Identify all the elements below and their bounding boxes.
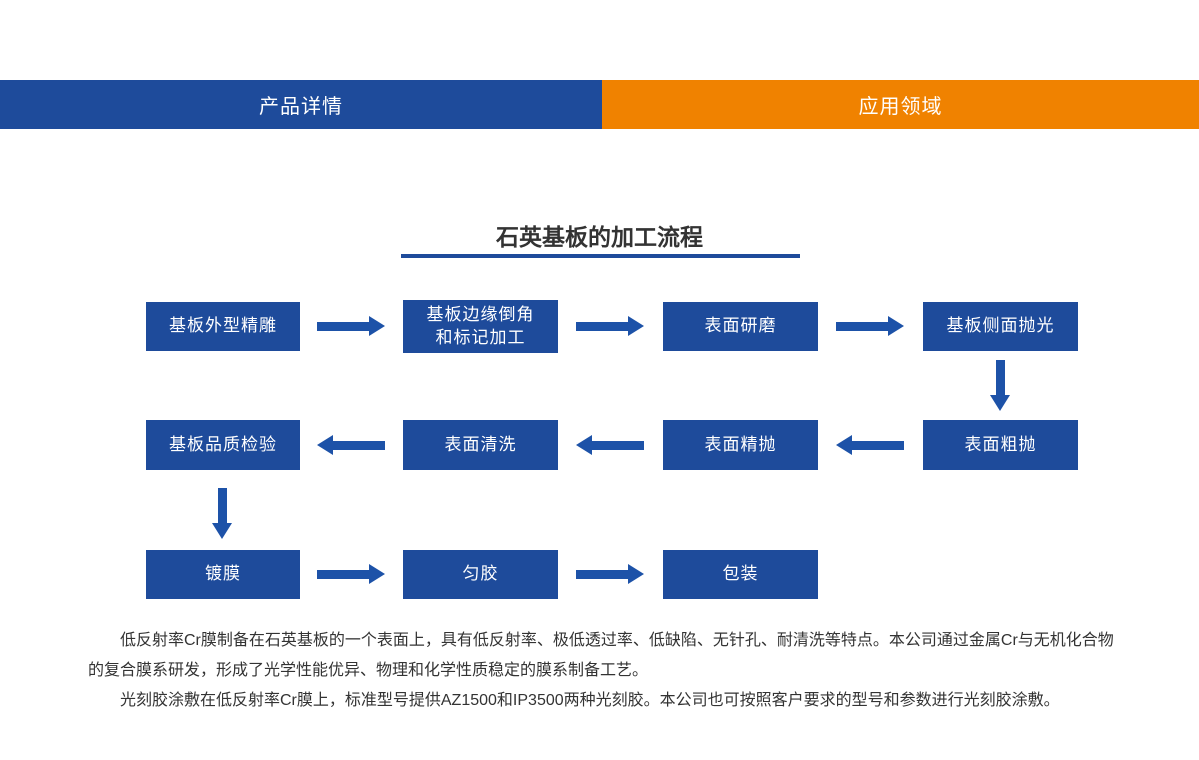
arrow-shaft <box>217 488 227 523</box>
arrow-shaft <box>592 440 644 450</box>
flow-node: 表面研磨 <box>663 302 818 351</box>
arrow-down-icon <box>990 360 1010 411</box>
flow-node: 表面精抛 <box>663 420 818 470</box>
title-underline <box>401 254 800 258</box>
flow-node: 表面粗抛 <box>923 420 1078 470</box>
arrow-right-icon <box>836 316 904 336</box>
arrow-shaft <box>995 360 1005 395</box>
flow-node: 表面清洗 <box>403 420 558 470</box>
flow-node: 镀膜 <box>146 550 300 599</box>
arrow-head <box>317 435 333 455</box>
arrow-head <box>369 316 385 336</box>
section-title: 石英基板的加工流程 <box>496 224 703 250</box>
arrow-head <box>369 564 385 584</box>
arrow-shaft <box>317 569 369 579</box>
arrow-right-icon <box>576 316 644 336</box>
arrow-head <box>628 316 644 336</box>
description-paragraph: 低反射率Cr膜制备在石英基板的一个表面上，具有低反射率、极低透过率、低缺陷、无针… <box>88 632 1114 679</box>
arrow-head <box>212 523 232 539</box>
arrow-right-icon <box>317 564 385 584</box>
tab-product-details[interactable]: 产品详情 <box>0 80 602 129</box>
arrow-left-icon <box>317 435 385 455</box>
description-paragraph: 光刻胶涂敷在低反射率Cr膜上，标准型号提供AZ1500和IP3500两种光刻胶。… <box>120 692 1060 709</box>
arrow-shaft <box>333 440 385 450</box>
arrow-head <box>888 316 904 336</box>
flow-node: 匀胶 <box>403 550 558 599</box>
description-block: 低反射率Cr膜制备在石英基板的一个表面上，具有低反射率、极低透过率、低缺陷、无针… <box>88 626 1114 716</box>
flow-node: 包装 <box>663 550 818 599</box>
arrow-head <box>576 435 592 455</box>
arrow-down-icon <box>212 488 232 539</box>
arrow-right-icon <box>576 564 644 584</box>
arrow-left-icon <box>576 435 644 455</box>
arrow-head <box>628 564 644 584</box>
arrow-left-icon <box>836 435 904 455</box>
arrow-head <box>990 395 1010 411</box>
arrow-head <box>836 435 852 455</box>
arrow-shaft <box>836 321 888 331</box>
arrow-shaft <box>576 569 628 579</box>
flow-node: 基板外型精雕 <box>146 302 300 351</box>
flow-node: 基板侧面抛光 <box>923 302 1078 351</box>
arrow-right-icon <box>317 316 385 336</box>
flow-node: 基板品质检验 <box>146 420 300 470</box>
tab-bar: 产品详情 应用领域 <box>0 80 1199 129</box>
arrow-shaft <box>576 321 628 331</box>
tab-application-areas[interactable]: 应用领域 <box>602 80 1199 129</box>
arrow-shaft <box>317 321 369 331</box>
arrow-shaft <box>852 440 904 450</box>
flow-node: 基板边缘倒角 和标记加工 <box>403 300 558 353</box>
